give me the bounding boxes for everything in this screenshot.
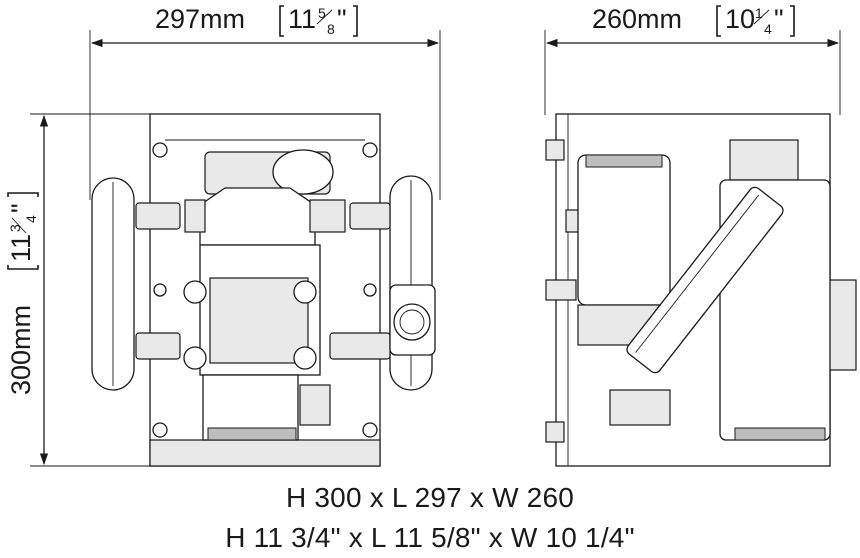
- plate-clip: [545, 279, 577, 301]
- fitting-lower-right: [329, 332, 391, 360]
- mount-bolt: [293, 280, 317, 304]
- width-imperial-den: 8: [327, 21, 335, 37]
- mount-bolt: [293, 346, 317, 370]
- pump-head: [199, 187, 316, 246]
- motor-fins: [207, 427, 297, 441]
- plate-clip-right: [825, 279, 857, 371]
- plate-clip: [545, 139, 565, 161]
- depth-imperial-den: 4: [764, 21, 772, 37]
- height-imperial-den: 4: [23, 215, 39, 223]
- fitting-upper-left: [135, 202, 181, 230]
- mount-bolt: [183, 346, 207, 370]
- height-bracket-left: [7, 265, 39, 270]
- depth-bracket-left: [716, 5, 721, 37]
- width-label: 297mm 11 5 8 ": [155, 4, 358, 37]
- depth-bracket-right: [790, 5, 795, 37]
- summary-imperial-line: H 11 3/4" x L 11 5/8" x W 10 1/4": [225, 522, 635, 553]
- front-view: [30, 30, 441, 467]
- side-view: [544, 30, 857, 467]
- height-metric-label: 300mm: [6, 305, 36, 395]
- fitting-lower-left: [135, 332, 181, 360]
- width-imperial-unit: ": [337, 4, 347, 34]
- width-metric-label: 297mm: [155, 4, 245, 34]
- width-imperial-whole: 11: [288, 4, 316, 34]
- height-imperial-whole: 11: [6, 234, 36, 262]
- height-label: 300mm 11 3 4 ": [6, 192, 39, 395]
- motor-terminal-box: [299, 384, 331, 426]
- fitting-upper-right: [349, 202, 391, 230]
- height-imperial-num: 3: [7, 224, 23, 232]
- height-imperial-unit: ": [6, 203, 36, 213]
- frame-bolt: [153, 283, 167, 297]
- side-pump-fins: [734, 427, 826, 441]
- pump-port-right: [309, 199, 346, 233]
- height-bracket-right: [7, 192, 39, 197]
- depth-imperial-num: 1: [755, 5, 763, 21]
- side-motor-fins: [585, 154, 663, 168]
- side-pump-head: [729, 139, 799, 181]
- frame-bolt: [152, 422, 168, 438]
- frame-bolt: [362, 422, 378, 438]
- frame-bolt: [362, 142, 378, 158]
- frame-bolt: [363, 283, 377, 297]
- side-accumulator-tank: [626, 186, 784, 374]
- depth-imperial-unit: ": [774, 4, 784, 34]
- depth-metric-label: 260mm: [592, 4, 682, 34]
- depth-imperial-whole: 10: [725, 4, 755, 34]
- mount-bolt: [183, 280, 207, 304]
- pressure-gauge-icon: [393, 303, 431, 341]
- width-imperial-num: 5: [318, 5, 326, 21]
- pump-plate: [209, 277, 309, 364]
- width-bracket-left: [279, 5, 284, 37]
- pump-port-left: [184, 199, 206, 233]
- motor-fan-cap: [272, 149, 334, 195]
- width-bracket-right: [353, 5, 358, 37]
- front-base-plate: [149, 439, 381, 467]
- depth-label: 260mm 10 1 4 ": [592, 4, 795, 37]
- side-motor: [577, 154, 671, 306]
- plate-clip: [545, 421, 565, 443]
- summary-metric-line: H 300 x L 297 x W 260: [286, 482, 574, 513]
- side-lower-fitting: [609, 389, 671, 426]
- frame-bolt: [152, 142, 168, 158]
